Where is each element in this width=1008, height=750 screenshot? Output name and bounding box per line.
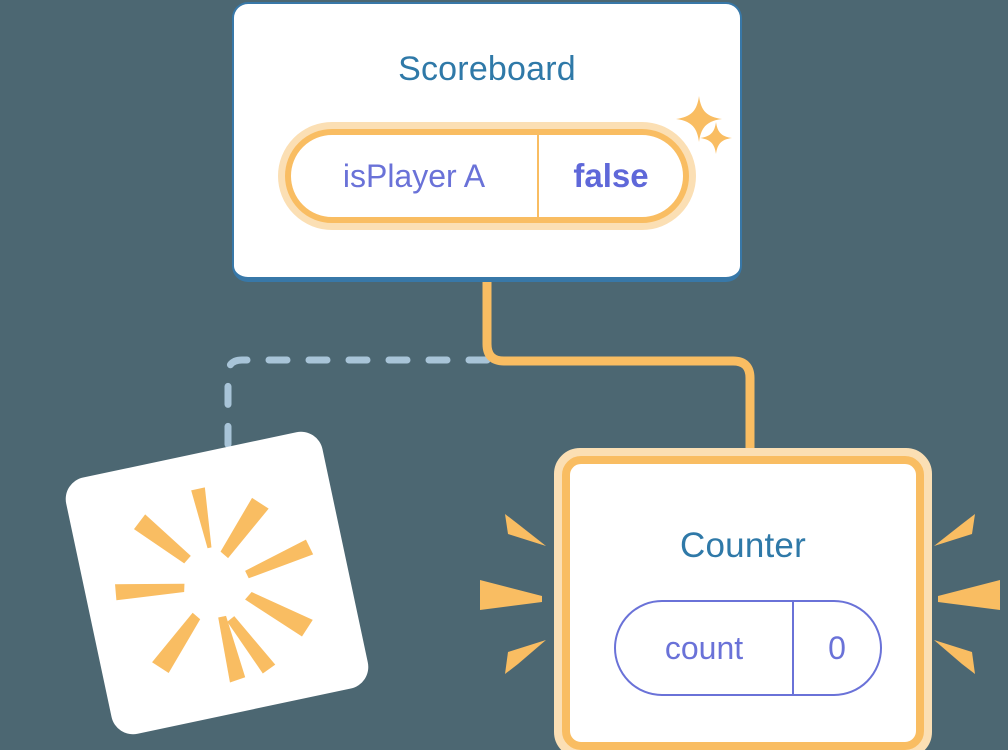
burst-blank-card xyxy=(115,487,314,683)
scoreboard-title: Scoreboard xyxy=(398,50,576,88)
counter-property-key: count xyxy=(664,629,744,666)
burst-counter-right xyxy=(934,514,1000,674)
sparkle-small-icon xyxy=(700,122,732,154)
node-card-counter[interactable]: Counter count 0 xyxy=(554,448,932,750)
node-card-scoreboard[interactable]: Scoreboard isPlayer A false xyxy=(232,2,742,282)
burst-counter-left xyxy=(480,514,546,674)
scoreboard-property-value: false xyxy=(537,135,683,217)
blank-card[interactable] xyxy=(61,427,373,739)
scoreboard-property-pill[interactable]: isPlayer A false xyxy=(278,122,696,230)
sparkle-large-icon xyxy=(676,96,722,142)
solid-connector-scoreboard-to-counter xyxy=(482,282,755,460)
counter-property-value: 0 xyxy=(792,602,880,694)
counter-title: Counter xyxy=(680,526,806,565)
scoreboard-property-key: isPlayer A xyxy=(342,157,486,194)
dashed-connector-scoreboard-to-blank-card xyxy=(224,356,491,491)
counter-property-pill[interactable]: count 0 xyxy=(614,600,882,696)
